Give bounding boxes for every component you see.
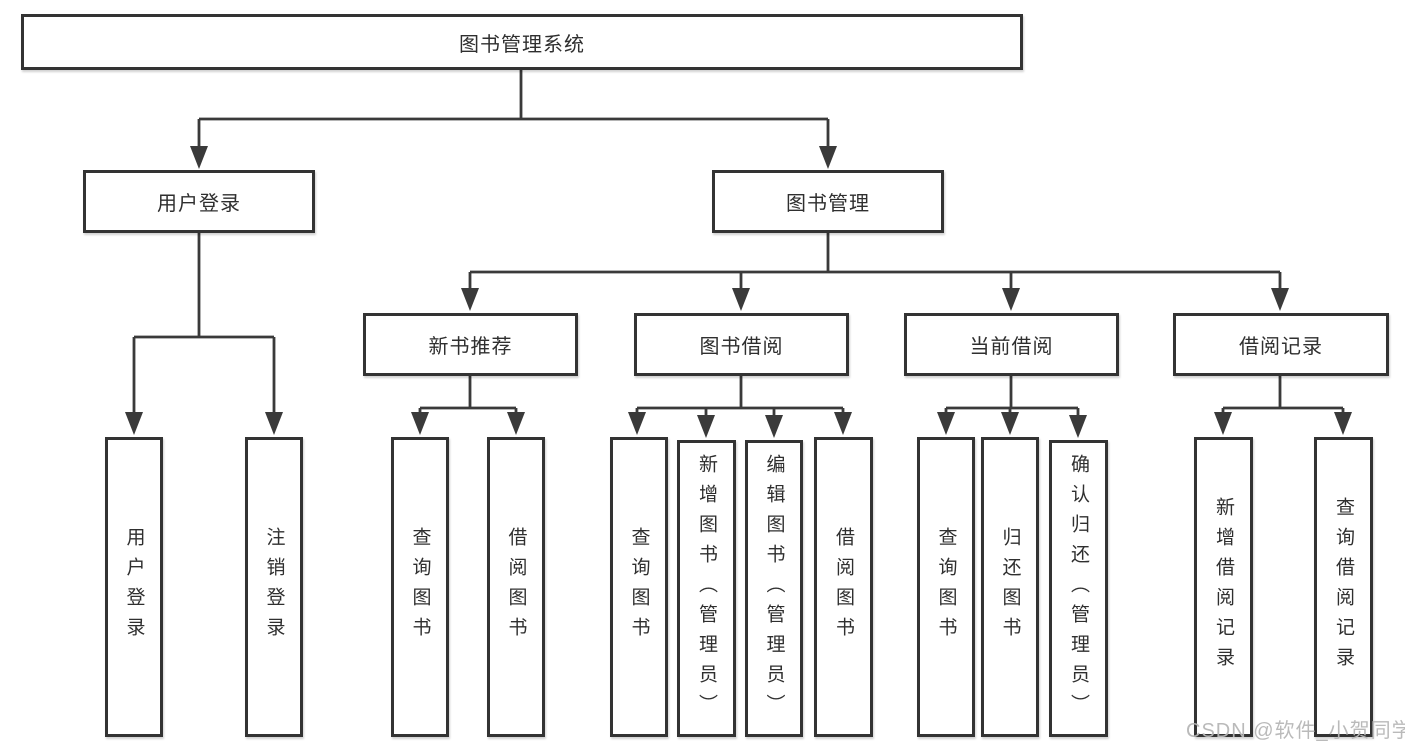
connector-root-to-level2 [190, 68, 837, 169]
arrowhead-icon [819, 146, 837, 169]
connector-book-borrow-to-leaves [628, 375, 852, 438]
node-book-borrow: 图书借阅 [634, 313, 849, 376]
arrowhead-icon [125, 412, 143, 435]
connector-book-management-to-sections [461, 232, 1289, 311]
arrowhead-icon [1069, 415, 1087, 438]
arrowhead-icon [1271, 288, 1289, 311]
node-borrow-records: 借阅记录 [1173, 313, 1389, 376]
connector-new-book-recommend-to-leaves [411, 375, 525, 435]
arrowhead-icon [1214, 412, 1232, 435]
arrowhead-icon [765, 415, 783, 438]
leaf-add-book-admin: 新增图书（管理员） [677, 440, 736, 737]
leaf-add-borrow-record: 新增借阅记录 [1194, 437, 1253, 737]
leaf-query-books-borrow: 查询图书 [610, 437, 668, 737]
arrowhead-icon [507, 412, 525, 435]
node-book-management: 图书管理 [712, 170, 944, 233]
arrowhead-icon [265, 412, 283, 435]
arrowhead-icon [697, 415, 715, 438]
leaf-return-book: 归还图书 [981, 437, 1039, 737]
arrowhead-icon [732, 288, 750, 311]
leaf-query-borrow-record: 查询借阅记录 [1314, 437, 1373, 737]
leaf-user-login: 用户登录 [105, 437, 163, 737]
arrowhead-icon [1334, 412, 1352, 435]
arrowhead-icon [628, 412, 646, 435]
node-current-borrow: 当前借阅 [904, 313, 1119, 376]
watermark: CSDN @软件_小贺同学 [1186, 720, 1405, 742]
leaf-query-books-recommend: 查询图书 [391, 437, 449, 737]
node-user-login: 用户登录 [83, 170, 315, 233]
arrowhead-icon [1001, 412, 1019, 435]
arrowhead-icon [190, 146, 208, 169]
leaf-query-books-current: 查询图书 [917, 437, 975, 737]
connector-borrow-records-to-leaves [1214, 375, 1352, 435]
arrowhead-icon [834, 412, 852, 435]
node-root: 图书管理系统 [21, 14, 1023, 70]
node-new-book-recommend: 新书推荐 [363, 313, 578, 376]
arrowhead-icon [1002, 288, 1020, 311]
leaf-edit-book-admin: 编辑图书（管理员） [745, 440, 803, 737]
leaf-borrow-books-recommend: 借阅图书 [487, 437, 545, 737]
connector-current-borrow-to-leaves [937, 375, 1087, 438]
connector-user-login-to-leaves [125, 232, 283, 435]
arrowhead-icon [461, 288, 479, 311]
leaf-logout: 注销登录 [245, 437, 303, 737]
arrowhead-icon [411, 412, 429, 435]
leaf-borrow-books: 借阅图书 [814, 437, 873, 737]
arrowhead-icon [937, 412, 955, 435]
leaf-confirm-return-admin: 确认归还（管理员） [1049, 440, 1108, 737]
